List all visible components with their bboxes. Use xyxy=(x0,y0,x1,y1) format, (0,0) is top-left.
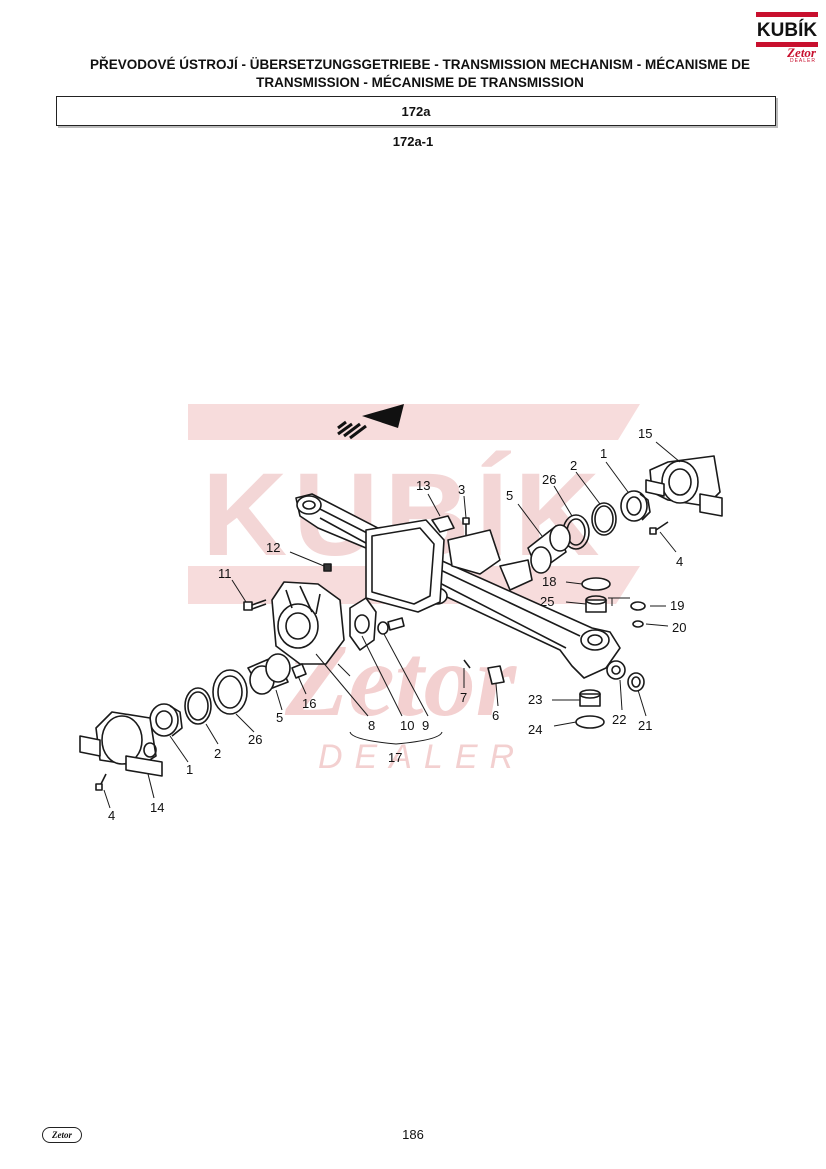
logo-tagline: DEALER xyxy=(789,58,816,64)
part-18-washer xyxy=(581,577,611,591)
callout-18: 18 xyxy=(542,574,556,589)
callout-20: 20 xyxy=(672,620,686,635)
part-2-ring-left xyxy=(184,687,212,725)
footer-zetor-logo: Zetor xyxy=(42,1127,82,1143)
differential-housing xyxy=(271,581,345,665)
part-16-bolt xyxy=(291,663,307,679)
part-26-seal-left xyxy=(212,669,248,715)
page-title: PŘEVODOVÉ ÚSTROJÍ - ÜBERSETZUNGSGETRIEBE… xyxy=(89,57,751,90)
logo-brand: KUBÍK xyxy=(756,20,818,41)
callout-10: 10 xyxy=(400,718,414,733)
part-12-plug xyxy=(323,563,332,572)
group-code: 172a xyxy=(401,103,431,119)
callout-16: 16 xyxy=(302,696,316,711)
part-23-bushing xyxy=(579,693,601,707)
logo-top-bar xyxy=(756,12,818,17)
part-17-bracket xyxy=(349,731,443,745)
part-20-nut xyxy=(632,620,644,628)
callout-24: 24 xyxy=(528,722,542,737)
part-24-washer xyxy=(575,715,605,729)
part-5-sleeve-right xyxy=(527,524,571,574)
part-17-cover-assembly xyxy=(349,597,405,651)
group-code-box: 172a xyxy=(56,96,776,126)
part-22-bushing xyxy=(606,660,626,680)
callout-8: 8 xyxy=(368,718,375,733)
callout-15: 15 xyxy=(638,426,652,441)
kubik-zetor-logo: KUBÍK Zetor DEALER xyxy=(756,12,818,64)
part-14-bearing-block xyxy=(79,711,163,777)
part-15-bearing-block xyxy=(645,455,723,517)
callout-1-left: 1 xyxy=(186,762,193,777)
callout-21: 21 xyxy=(638,718,652,733)
callout-22: 22 xyxy=(612,712,626,727)
part-7-pin xyxy=(463,659,471,669)
callout-14: 14 xyxy=(150,800,164,815)
callout-7: 7 xyxy=(460,690,467,705)
callout-11: 11 xyxy=(218,566,232,581)
part-4-bolt-right xyxy=(649,521,669,535)
callout-labels: 15 1 2 26 3 13 5 4 12 11 18 19 25 20 7 6… xyxy=(108,426,686,823)
callout-19: 19 xyxy=(670,598,684,613)
leader-lines xyxy=(103,441,681,809)
callout-23: 23 xyxy=(528,692,542,707)
part-11-bolt xyxy=(243,599,267,611)
part-1-bushing-left xyxy=(149,703,183,737)
callout-2-left: 2 xyxy=(214,746,221,761)
part-6-clip xyxy=(487,665,505,685)
part-21-ring xyxy=(627,672,645,692)
part-1-bushing-right xyxy=(620,490,651,522)
direction-arrow-icon xyxy=(337,404,404,440)
callout-17: 17 xyxy=(388,750,402,765)
callout-12: 12 xyxy=(266,540,280,555)
logo-mid-bar xyxy=(756,42,818,47)
axle-beam xyxy=(295,493,621,679)
callout-5-left: 5 xyxy=(276,710,283,725)
figure-code: 172a-1 xyxy=(392,134,434,149)
callout-13: 13 xyxy=(416,478,430,493)
callout-25: 25 xyxy=(540,594,554,609)
callout-26-right: 26 xyxy=(542,472,556,487)
callout-9: 9 xyxy=(422,718,429,733)
part-5-sleeve-left xyxy=(247,653,291,695)
callout-4-right: 4 xyxy=(676,554,683,569)
callout-6: 6 xyxy=(492,708,499,723)
callout-1-right: 1 xyxy=(600,446,607,461)
page-number: 186 xyxy=(402,1127,424,1142)
callout-26-left: 26 xyxy=(248,732,262,747)
callout-3: 3 xyxy=(458,482,465,497)
logo-partner: Zetor xyxy=(787,45,816,60)
callout-2-right: 2 xyxy=(570,458,577,473)
part-25-bushing xyxy=(585,599,607,613)
part-2-ring-right xyxy=(591,502,617,536)
watermark-tagline: DEALER xyxy=(318,738,526,776)
callout-5-right: 5 xyxy=(506,488,513,503)
callout-4-left: 4 xyxy=(108,808,115,823)
part-4-bolt-left xyxy=(95,773,107,791)
part-19-washer xyxy=(630,601,646,611)
